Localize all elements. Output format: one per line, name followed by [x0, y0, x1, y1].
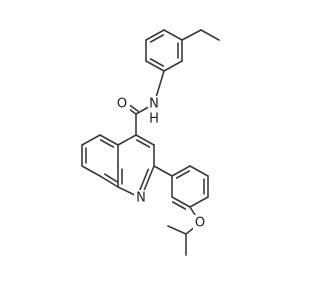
bond-r3-q1-second-line	[138, 168, 150, 193]
bond-p5-p6	[171, 196, 191, 208]
amide-nitrogen-label: N	[149, 97, 159, 112]
bond-a5-a6	[145, 60, 165, 72]
bond-r6-r1	[117, 134, 137, 146]
bond-a1-a2-second-line	[149, 34, 165, 43]
bond-a2-a3	[163, 29, 183, 41]
bond-r1-r2-second-line	[135, 139, 151, 148]
bond-b2-b3	[81, 134, 101, 146]
bond-r6-b2	[99, 134, 119, 146]
bond-b5-b6-second-line	[103, 173, 119, 183]
bond-i1-i2	[167, 225, 187, 235]
bond-a3-e1	[181, 29, 202, 41]
amide-hydrogen-label: H	[149, 112, 159, 127]
bond-p1-p2	[171, 165, 191, 177]
amide-oxygen-label: O	[117, 97, 127, 112]
bond-r1-r2	[135, 134, 155, 146]
atom-label-layer: O N H N O	[115, 96, 208, 231]
bond-a1-a2	[145, 29, 165, 41]
molecule-structure-diagram: O N H N O	[81, 29, 220, 256]
ether-oxygen-label: O	[195, 216, 205, 231]
bond-p4-p5	[189, 196, 209, 208]
bond-b4-b5	[81, 165, 101, 177]
bond-r6-b2-second-line	[99, 139, 115, 148]
bond-p5-p6-second-line	[171, 201, 187, 210]
bond-e1-e2	[200, 29, 220, 41]
bond-r3-p1	[153, 165, 173, 177]
bond-a4-a5	[163, 60, 183, 72]
bond-b5-b6	[99, 175, 119, 188]
bond-p1-p2-second-line	[175, 170, 191, 179]
quinoline-nitrogen-label: N	[136, 191, 146, 206]
bond-a5-a6-second-line	[149, 58, 165, 67]
bond-p2-p3	[189, 165, 209, 177]
